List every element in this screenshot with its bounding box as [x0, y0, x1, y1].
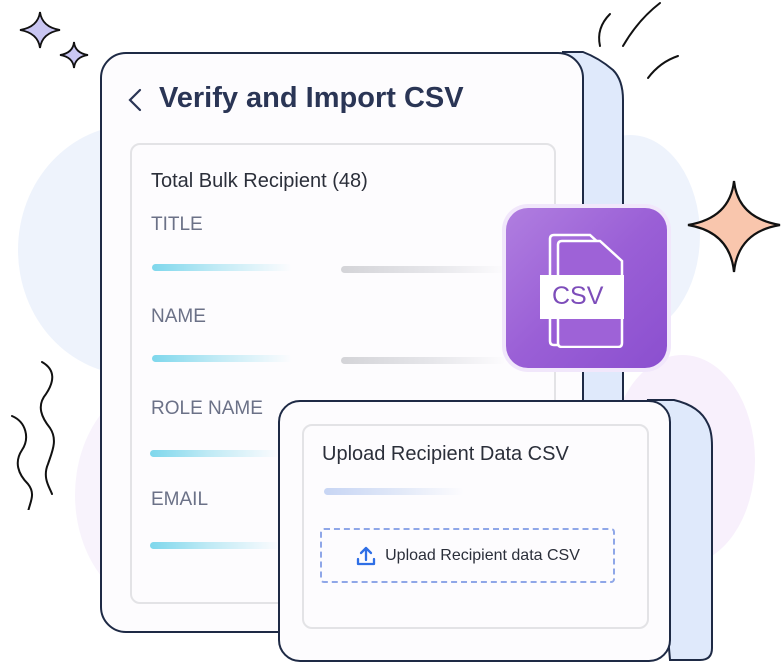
- csv-badge-label: CSV: [552, 282, 604, 310]
- motion-lines-icon: [598, 2, 679, 79]
- field-label-name: NAME: [151, 306, 206, 327]
- field-label-email: EMAIL: [151, 489, 209, 510]
- upload-heading: Upload Recipient Data CSV: [322, 443, 569, 465]
- page-title: Verify and Import CSV: [159, 82, 464, 114]
- name-value-placeholder: [152, 355, 292, 362]
- csv-file-icon: [540, 233, 624, 348]
- upload-csv-button-label: Upload Recipient data CSV: [385, 546, 580, 564]
- title-value-placeholder: [152, 264, 292, 271]
- field-label-role-name: ROLE NAME: [151, 398, 263, 419]
- name-mapping-placeholder: [341, 357, 506, 364]
- upload-progress-placeholder: [324, 488, 464, 495]
- upload-card: [302, 424, 649, 629]
- squiggle-lines-icon: [11, 361, 55, 510]
- chevron-left-icon[interactable]: [125, 86, 145, 114]
- email-value-placeholder: [150, 542, 280, 549]
- field-label-title: TITLE: [151, 214, 203, 235]
- upload-csv-button[interactable]: Upload Recipient data CSV: [320, 528, 615, 583]
- total-recipients-heading: Total Bulk Recipient (48): [151, 170, 368, 192]
- role-name-value-placeholder: [150, 450, 280, 457]
- sparkle-large-icon: [687, 180, 781, 273]
- upload-icon: [356, 546, 376, 565]
- sparkle-icon: [19, 11, 61, 49]
- csv-badge: CSV: [506, 208, 667, 368]
- sparkle-icon: [59, 41, 89, 69]
- title-mapping-placeholder: [341, 266, 506, 273]
